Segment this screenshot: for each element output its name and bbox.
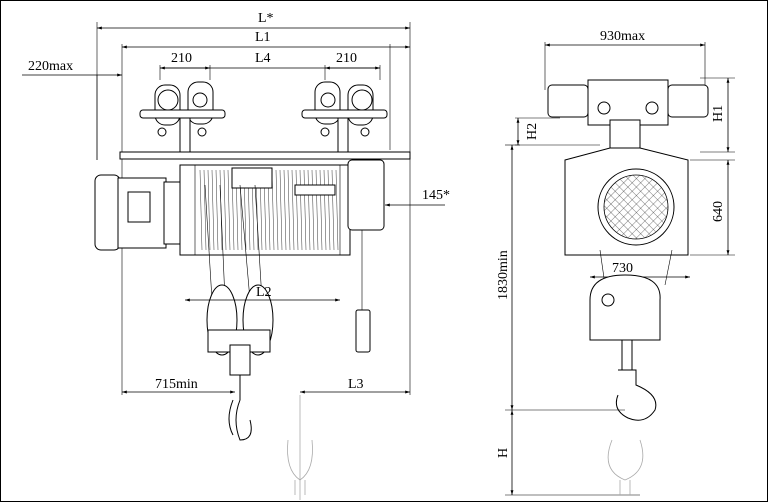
label-715min: 715min <box>155 377 198 392</box>
side-view <box>505 42 735 496</box>
label-640: 640 <box>711 201 726 222</box>
trolley-right <box>301 81 388 156</box>
rope-drum <box>179 164 351 256</box>
pendant-control <box>355 309 371 353</box>
label-930max: 930max <box>600 29 645 44</box>
gearbox <box>347 159 385 231</box>
label-h1: H1 <box>711 105 726 122</box>
label-1830min: 1830min <box>496 250 511 300</box>
label-220max: 220max <box>28 59 73 74</box>
front-view <box>22 22 445 500</box>
beam-rail <box>119 151 411 160</box>
hook-ghost-side <box>607 439 644 495</box>
label-210-right: 210 <box>336 51 357 66</box>
label-l-star: L* <box>258 11 274 26</box>
side-trolley <box>547 79 709 156</box>
label-h2: H2 <box>525 123 540 140</box>
label-l2: L2 <box>256 285 272 300</box>
label-210-left: 210 <box>171 51 192 66</box>
label-h: H <box>496 448 511 458</box>
side-hook <box>615 369 657 421</box>
label-730: 730 <box>612 261 633 276</box>
trolley-left <box>139 81 226 156</box>
hoist-motor <box>94 174 181 251</box>
label-l4: L4 <box>255 51 271 66</box>
side-hook-block <box>589 274 661 341</box>
hook-ghost-front <box>287 395 313 500</box>
hook-block-front <box>206 284 274 441</box>
label-l1: L1 <box>255 30 271 45</box>
label-l3: L3 <box>348 377 364 392</box>
label-145: 145* <box>422 188 450 203</box>
